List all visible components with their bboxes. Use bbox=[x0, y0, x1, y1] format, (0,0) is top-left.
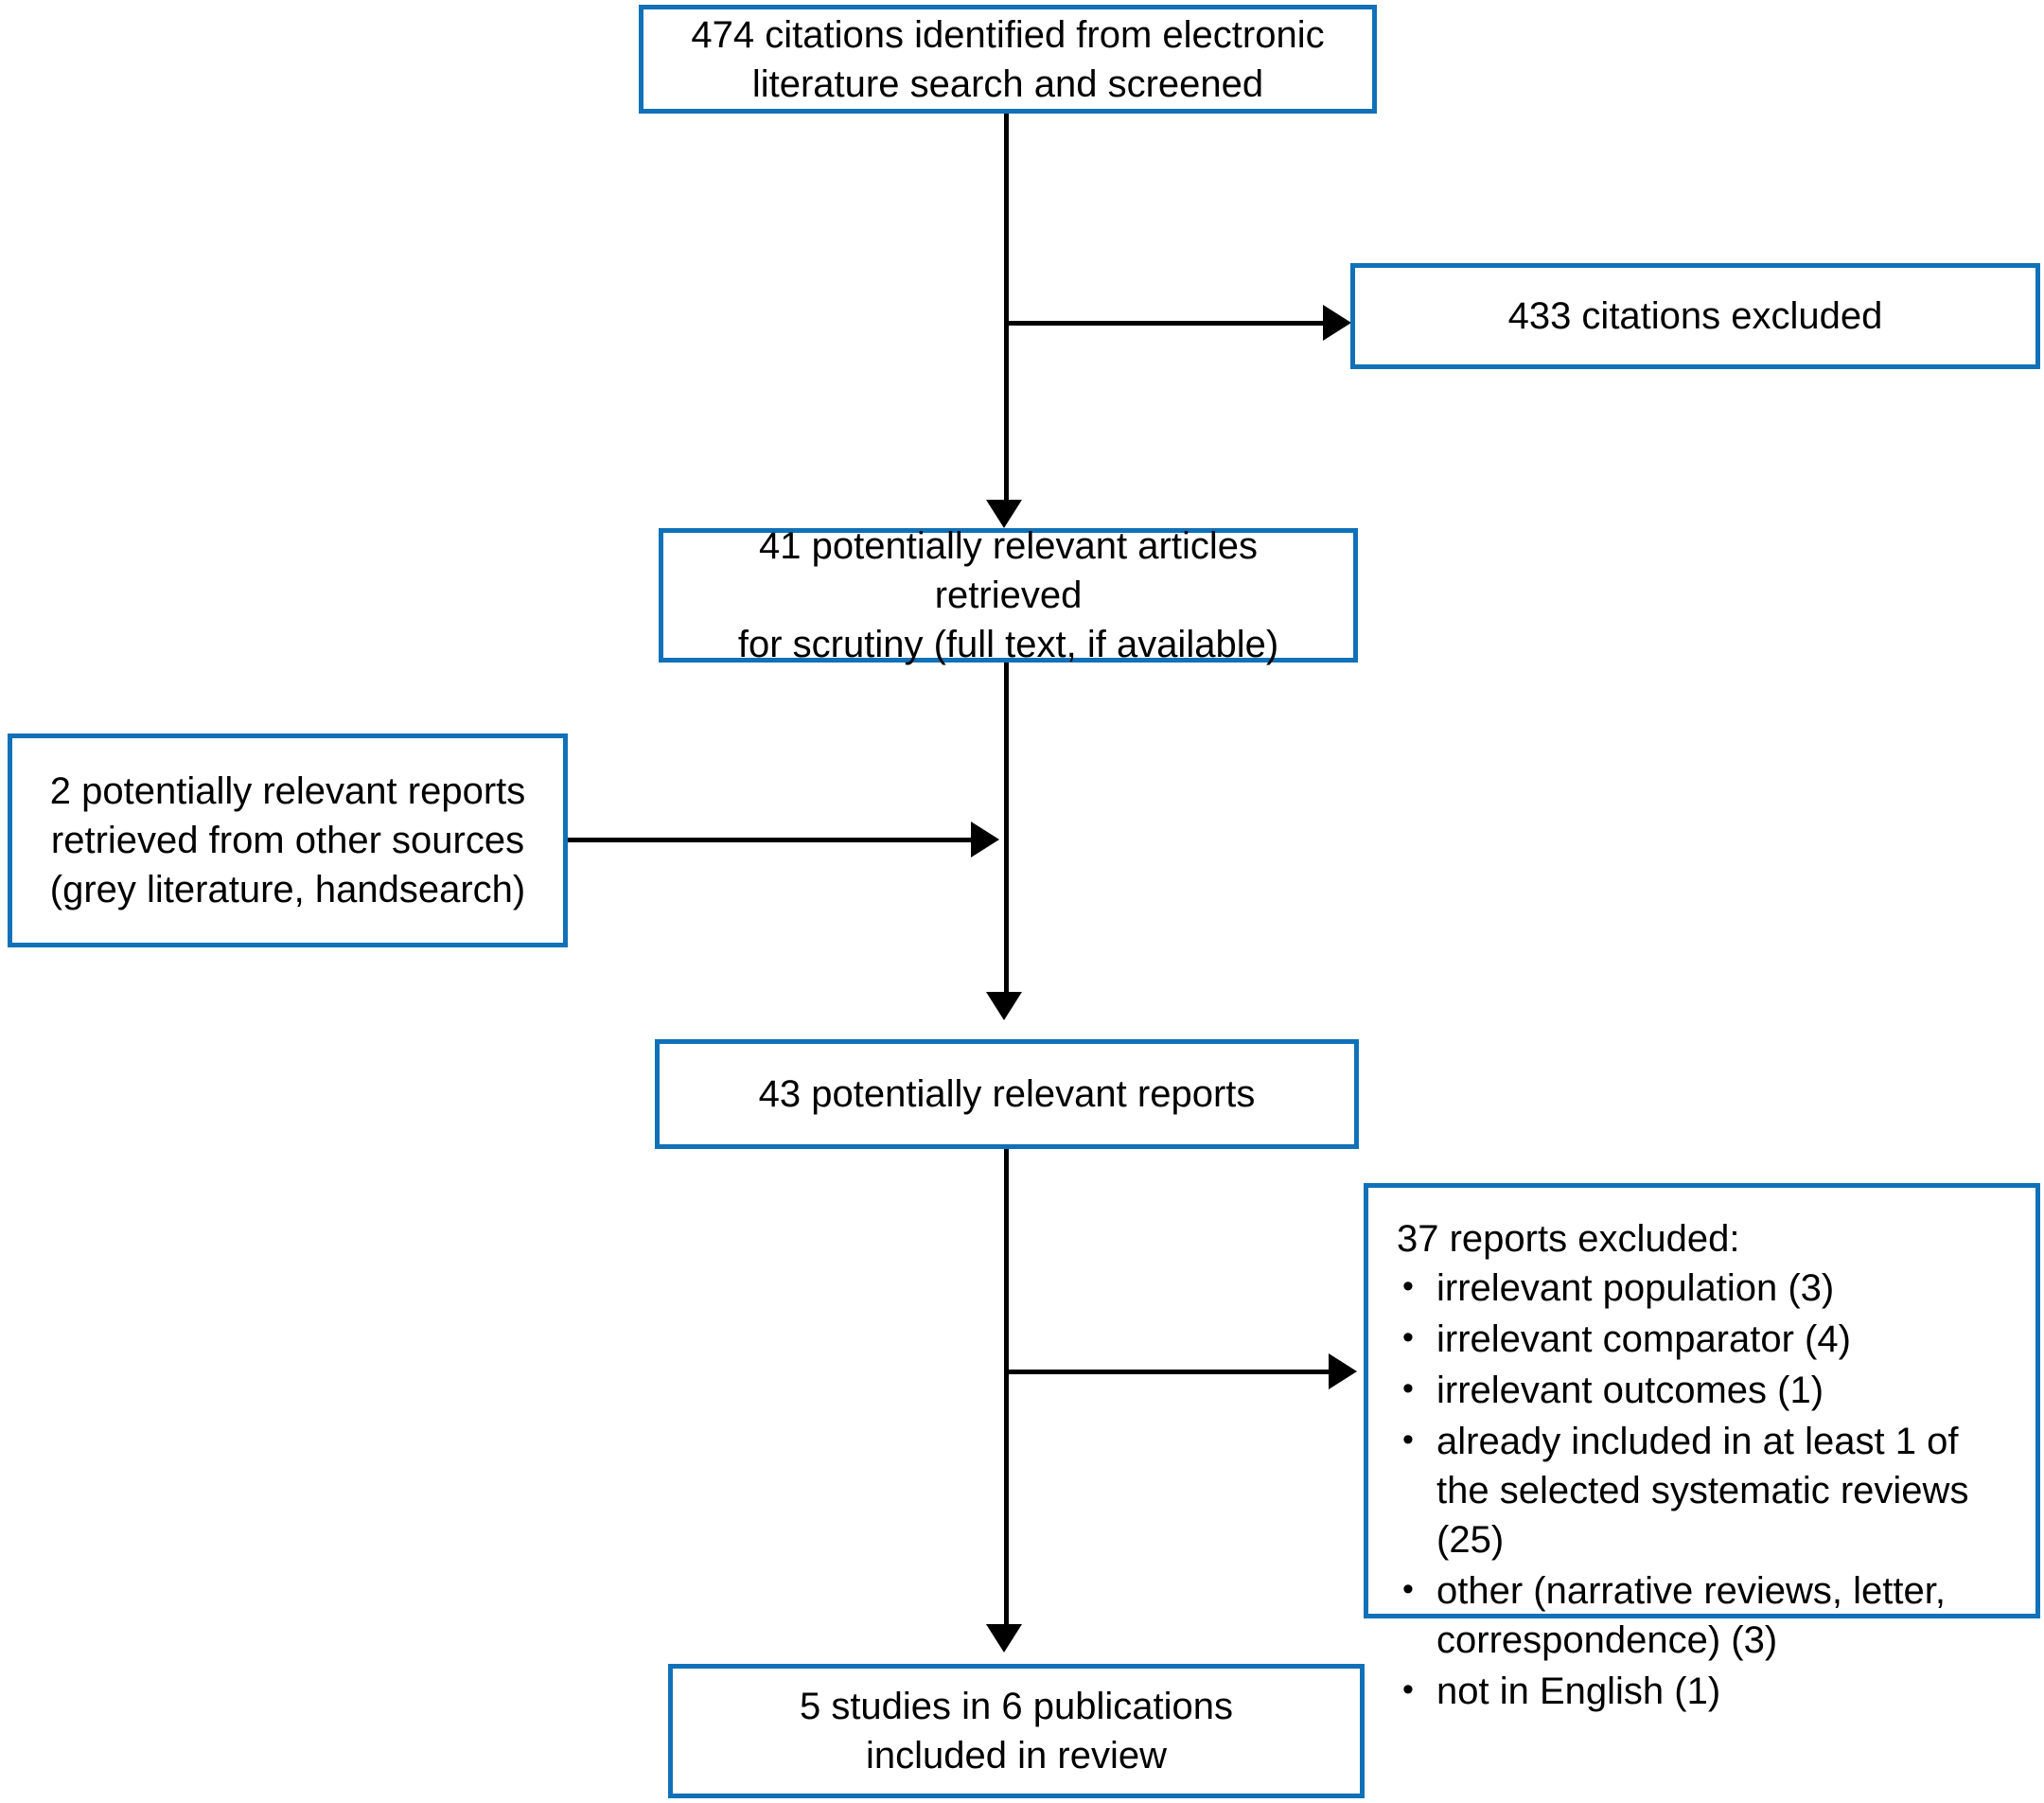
arrowhead-down-to-reports bbox=[986, 992, 1022, 1020]
box-citations-excluded-label: 433 citations excluded bbox=[1507, 295, 1883, 337]
box-citations-identified-label: 474 citations identified from electronic… bbox=[691, 13, 1325, 105]
connector-reports-to-included bbox=[1004, 1149, 1009, 1634]
box-potentially-relevant-reports: 43 potentially relevant reports bbox=[655, 1039, 1359, 1149]
box-reports-excluded-title: 37 reports excluded: bbox=[1397, 1218, 1740, 1260]
box-reports-excluded: 37 reports excluded: irrelevant populati… bbox=[1364, 1183, 2040, 1712]
list-item: other (narrative reviews, letter, corres… bbox=[1397, 1566, 2018, 1665]
list-item: irrelevant comparator (4) bbox=[1397, 1315, 2018, 1364]
arrowhead-right-to-reports-excluded bbox=[1329, 1353, 1357, 1389]
list-item: irrelevant outcomes (1) bbox=[1397, 1366, 2018, 1415]
connector-to-reports-excluded bbox=[1004, 1370, 1335, 1374]
arrowhead-down-to-included bbox=[986, 1624, 1022, 1653]
list-item: already included in at least 1 of the se… bbox=[1397, 1417, 2018, 1564]
box-citations-excluded: 433 citations excluded bbox=[1350, 263, 2040, 369]
list-item: not in English (1) bbox=[1397, 1667, 2018, 1716]
connector-to-citations-excluded bbox=[1004, 321, 1330, 326]
connector-identified-to-retrieved bbox=[1004, 114, 1009, 509]
box-articles-retrieved: 41 potentially relevant articles retriev… bbox=[659, 525, 1358, 665]
connector-retrieved-to-reports bbox=[1004, 663, 1009, 1001]
box-studies-included: 5 studies in 6 publications included in … bbox=[668, 1664, 1365, 1798]
arrowhead-right-into-spine bbox=[971, 822, 999, 857]
box-articles-retrieved-label: 41 potentially relevant articles retriev… bbox=[737, 525, 1279, 665]
list-item: irrelevant population (3) bbox=[1397, 1264, 2018, 1313]
exclusion-reasons-list: irrelevant population (3) irrelevant com… bbox=[1397, 1264, 2018, 1718]
connector-other-sources-to-spine bbox=[568, 838, 975, 842]
box-potentially-relevant-reports-label: 43 potentially relevant reports bbox=[758, 1073, 1256, 1115]
box-other-sources-label: 2 potentially relevant reports retrieved… bbox=[49, 770, 526, 910]
arrowhead-down-to-retrieved bbox=[986, 500, 1022, 528]
box-citations-identified: 474 citations identified from electronic… bbox=[639, 5, 1377, 114]
arrowhead-right-to-citations-excluded bbox=[1323, 305, 1351, 341]
box-studies-included-label: 5 studies in 6 publications included in … bbox=[799, 1686, 1234, 1776]
box-other-sources: 2 potentially relevant reports retrieved… bbox=[8, 734, 568, 947]
